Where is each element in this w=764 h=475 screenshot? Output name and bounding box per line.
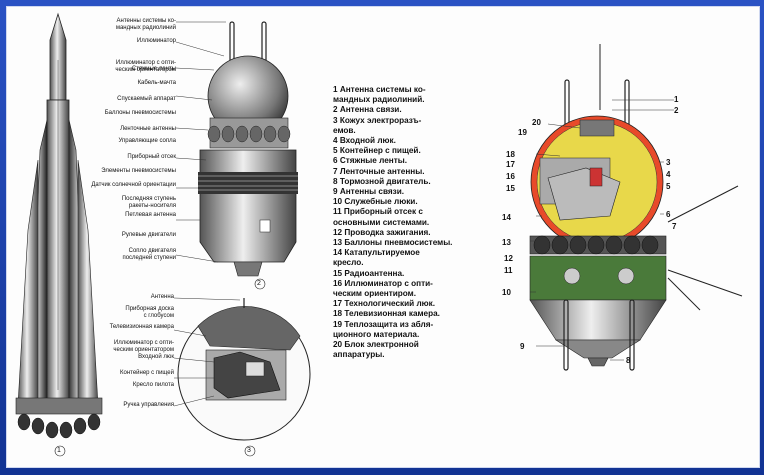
legend-entry: 13 Баллоны пневмосистемы. [333,238,453,248]
legend-entry: аппаратуры. [333,350,385,360]
figure-number-3: 3 [247,447,251,454]
cabin-label: Ручка управления [123,402,174,408]
legend-entry: кресло. [333,258,364,268]
callout-number: 11 [504,266,513,275]
cabin-label: Приборная доска с глобусом [125,306,174,319]
legend-entry: 8 Тормозной двигатель. [333,176,431,186]
rocket-label: Сопло двигателя последней ступени [122,248,176,261]
cabin-section [177,298,311,457]
rocket-label: Кабель-мачта [137,80,176,86]
legend-entry: 6 Стяжные ленты. [333,156,407,166]
rocket-label: Антенны системы ко- мандных радиолиний [115,18,176,31]
callout-number: 5 [666,182,671,191]
cabin-label: Входной люк [138,354,174,360]
rocket-label: Управляющие сопла [118,138,176,144]
rocket-label: Ленточные антенны [120,126,176,132]
figure-number-2: 2 [257,280,261,287]
callout-number: 16 [506,172,515,181]
callout-number: 3 [666,158,671,167]
vostok-section [529,44,743,371]
callout-number: 9 [520,342,525,351]
rocket-label: Рулевые двигатели [121,232,176,238]
callout-number: 12 [504,254,513,263]
legend-entry: ционного материала. [333,329,420,339]
rocket-label: Петлевая антенна [125,212,176,218]
rocket-label: Элементы пневмосистемы [101,168,176,174]
callout-number: 18 [506,150,515,159]
callout-number: 17 [506,160,515,169]
legend-entry: емов. [333,125,356,135]
rocket-illustration [15,12,103,457]
legend-entry: 18 Телевизионная камера. [333,309,440,319]
leader-lines [173,21,674,407]
legend-entry: 16 Иллюминатор с опти- [333,278,433,288]
callout-number: 6 [666,210,671,219]
cabin-label: Антенна [150,294,174,300]
cabin-label: Телевизионная камера [109,324,174,330]
rocket-label: Баллоны пневмосистемы [104,110,176,116]
callout-number: 19 [518,128,527,137]
legend-entry: 10 Служебные люки. [333,197,418,207]
callout-number: 8 [626,356,631,365]
legend-entry: 7 Ленточные антенны. [333,166,425,176]
callout-number: 10 [502,288,511,297]
rocket-label: Иллюминатор [136,38,176,44]
rocket-label: Датчик солнечной ориентации [91,182,176,188]
cabin-label: Контейнер с пищей [120,370,174,376]
legend-entry: ческим ориентиром. [333,289,417,299]
legend-entry: 12 Проводка зажигания. [333,227,431,237]
callout-number: 2 [674,106,679,115]
cabin-label: Иллюминатор с опти- ческим ориентатором [113,340,174,353]
figure-number-1: 1 [57,447,61,454]
legend-entry: основными системами. [333,217,430,227]
rocket-label: Последняя ступень ракеты-носителя [121,196,176,209]
legend-entry: 9 Антенны связи. [333,187,405,197]
callout-number: 7 [672,222,677,231]
legend-entry: 3 Кожух электроразъ- [333,115,422,125]
legend-entry: 20 Блок электронной [333,340,419,350]
legend-entry: 2 Антенна связи. [333,105,402,115]
cabin-label: Кресло пилота [132,382,174,388]
rocket-label: Иллюминатор с опти- ческим ориентатором [115,60,176,73]
rocket-label: Спускаемый аппарат [117,96,176,102]
legend-entry: 5 Контейнер с пищей. [333,146,421,156]
callout-number: 13 [502,238,511,247]
legend-entry: 14 Катапультируемое [333,248,420,258]
legend: 1 Антенна системы ко- мандных радиолиний… [333,85,523,360]
legend-entry: 19 Теплозащита из абля- [333,319,434,329]
legend-entry: 4 Входной люк. [333,136,396,146]
legend-entry: мандных радиолиний. [333,95,425,105]
callout-number: 14 [502,213,511,222]
callout-number: 20 [532,118,541,127]
legend-entry: 15 Радиоантенна. [333,268,405,278]
legend-entry: 11 Приборный отсек с [333,207,423,217]
legend-entry: 17 Технологический люк. [333,299,436,309]
vostok-exterior [198,21,298,290]
rocket-label: Приборный отсек [127,154,176,160]
legend-entry: 1 Антенна системы ко- [333,85,426,94]
rocket-label: Стяжные ленты [131,66,176,72]
callout-number: 1 [674,95,679,104]
callout-number: 4 [666,170,671,179]
callout-number: 15 [506,184,515,193]
